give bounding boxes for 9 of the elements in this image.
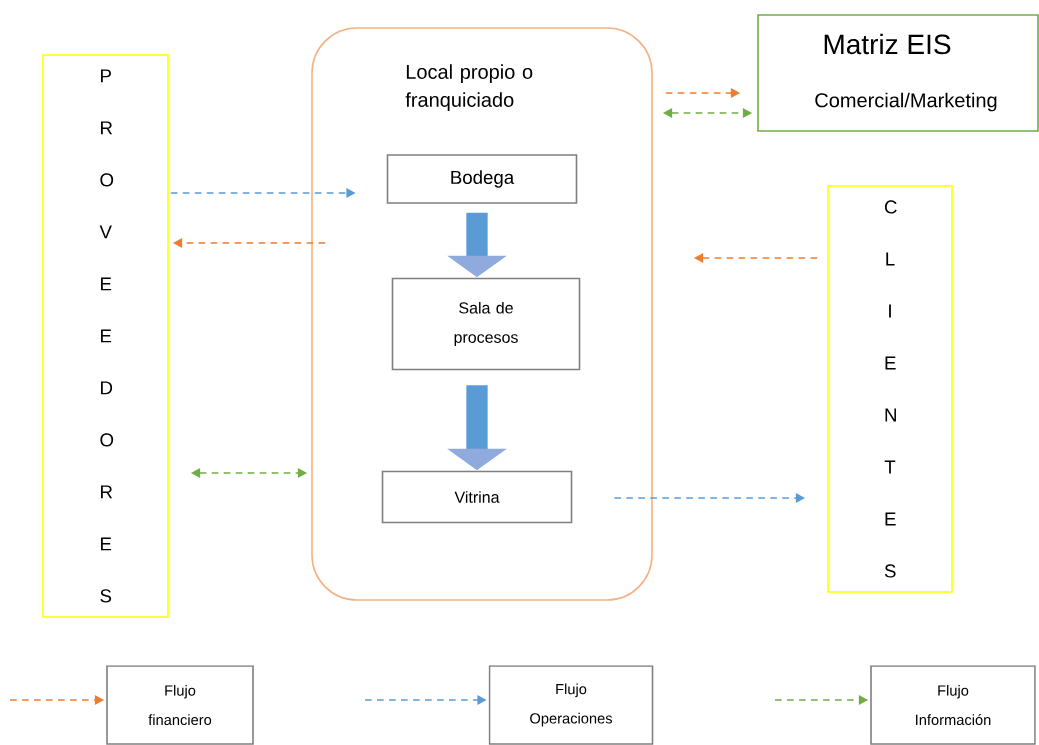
- process-box: Bodega: [386, 154, 578, 204]
- process-box: Vitrina: [381, 470, 573, 524]
- vertical-text-box: C L I E N T E S: [827, 185, 953, 593]
- legend-box: Flujo Operaciones: [488, 665, 654, 745]
- vertical-text-box: P R O V E E D O R E S: [42, 54, 169, 618]
- matrix-box: Matriz EIS Comercial/Marketing: [757, 14, 1039, 132]
- legend-box: Flujo Información: [870, 665, 1036, 745]
- legend-box: Flujo financiero: [106, 665, 254, 745]
- process-box: Sala de procesos: [391, 277, 581, 371]
